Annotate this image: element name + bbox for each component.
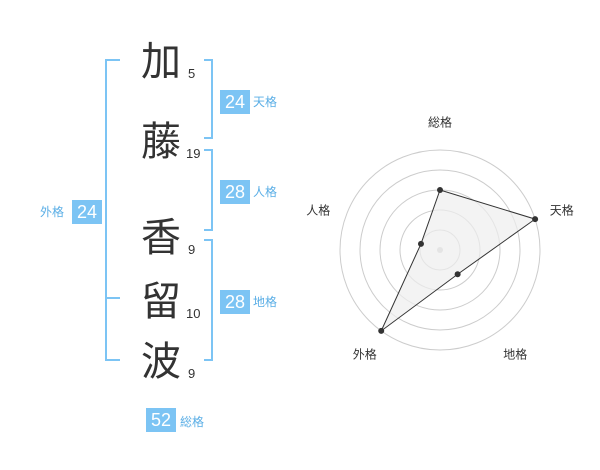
radar-point xyxy=(454,271,461,278)
radar-point xyxy=(378,327,385,334)
chikaku-value: 28 xyxy=(220,290,250,314)
chikaku-label: 地格 xyxy=(253,295,278,309)
radar-axis-label: 地格 xyxy=(503,347,528,362)
stroke-count-4: 10 xyxy=(186,306,201,321)
radar-axis-label: 外格 xyxy=(352,347,377,362)
tenkaku-label: 天格 xyxy=(253,95,278,109)
name-char-2: 藤 xyxy=(141,119,181,165)
stroke-count-1: 5 xyxy=(188,66,196,81)
chikaku-bracket xyxy=(204,239,213,361)
radar-ring xyxy=(339,149,541,351)
tenkaku-value: 24 xyxy=(220,90,250,114)
name-char-1: 加 xyxy=(141,39,181,85)
name-char-4: 留 xyxy=(141,279,181,325)
name-char-5: 波 xyxy=(141,339,181,385)
gaikaku-label: 外格 xyxy=(40,205,65,219)
radar-series-polygon xyxy=(380,189,537,332)
stroke-count-3: 9 xyxy=(188,242,196,257)
radar-axis-label: 総格 xyxy=(427,115,453,130)
jinkaku-value: 28 xyxy=(220,180,250,204)
name-char-3: 香 xyxy=(141,215,181,261)
jinkaku-label: 人格 xyxy=(253,185,278,199)
radar-point xyxy=(417,240,424,247)
stroke-count-2: 19 xyxy=(186,146,201,161)
soukaku-value: 52 xyxy=(146,408,176,432)
stroke-count-5: 9 xyxy=(188,366,196,381)
radar-ring xyxy=(359,169,521,331)
soukaku-label: 総格 xyxy=(180,415,205,429)
gaikaku-value: 24 xyxy=(72,200,102,224)
radar-axis-label: 天格 xyxy=(549,203,574,218)
radar-point xyxy=(532,216,539,223)
tenkaku-bracket xyxy=(204,59,213,139)
jinkaku-bracket xyxy=(204,149,213,231)
radar-point xyxy=(437,187,443,193)
gaikaku-bracket xyxy=(105,59,120,361)
radar-axis-label: 人格 xyxy=(306,203,331,218)
